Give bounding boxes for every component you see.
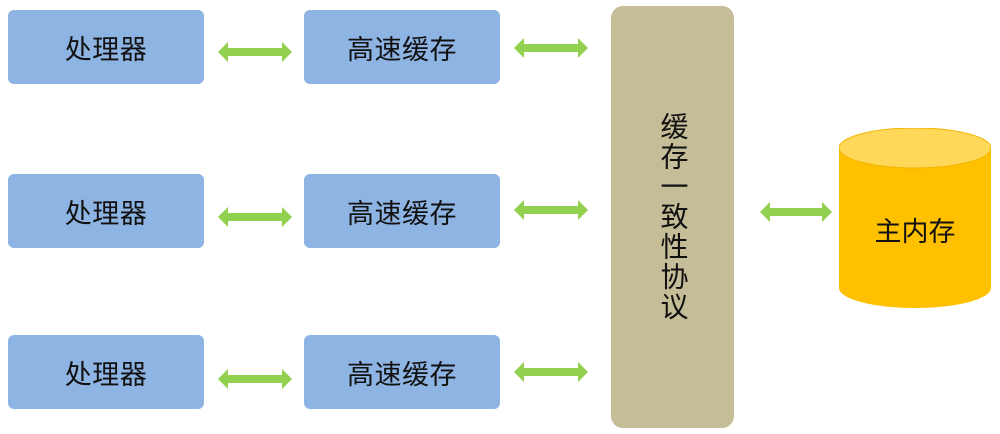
processor-box-1: 处理器 — [8, 10, 204, 84]
coherence-protocol-label: 缓存一致性协议 — [656, 112, 690, 322]
double-arrow-icon — [218, 369, 292, 389]
processor-label-1: 处理器 — [64, 34, 148, 66]
coherence-protocol-box: 缓存一致性协议 — [611, 6, 734, 428]
double-arrow-icon — [760, 202, 832, 222]
cache-box-2: 高速缓存 — [304, 174, 500, 248]
processor-box-3: 处理器 — [8, 335, 204, 409]
cache-label-1: 高速缓存 — [347, 34, 457, 66]
cache-label-2: 高速缓存 — [347, 198, 457, 230]
main-memory-label: 主内存 — [874, 217, 956, 248]
double-arrow-icon — [218, 207, 292, 227]
processor-box-2: 处理器 — [8, 174, 204, 248]
cache-box-3: 高速缓存 — [304, 335, 500, 409]
double-arrow-icon — [218, 42, 292, 62]
processor-label-2: 处理器 — [64, 198, 148, 230]
cache-box-1: 高速缓存 — [304, 10, 500, 84]
cache-label-3: 高速缓存 — [347, 359, 457, 391]
double-arrow-icon — [514, 200, 588, 220]
processor-label-3: 处理器 — [64, 359, 148, 391]
double-arrow-icon — [514, 38, 588, 58]
double-arrow-icon — [514, 362, 588, 382]
main-memory-cylinder-icon — [839, 128, 991, 308]
